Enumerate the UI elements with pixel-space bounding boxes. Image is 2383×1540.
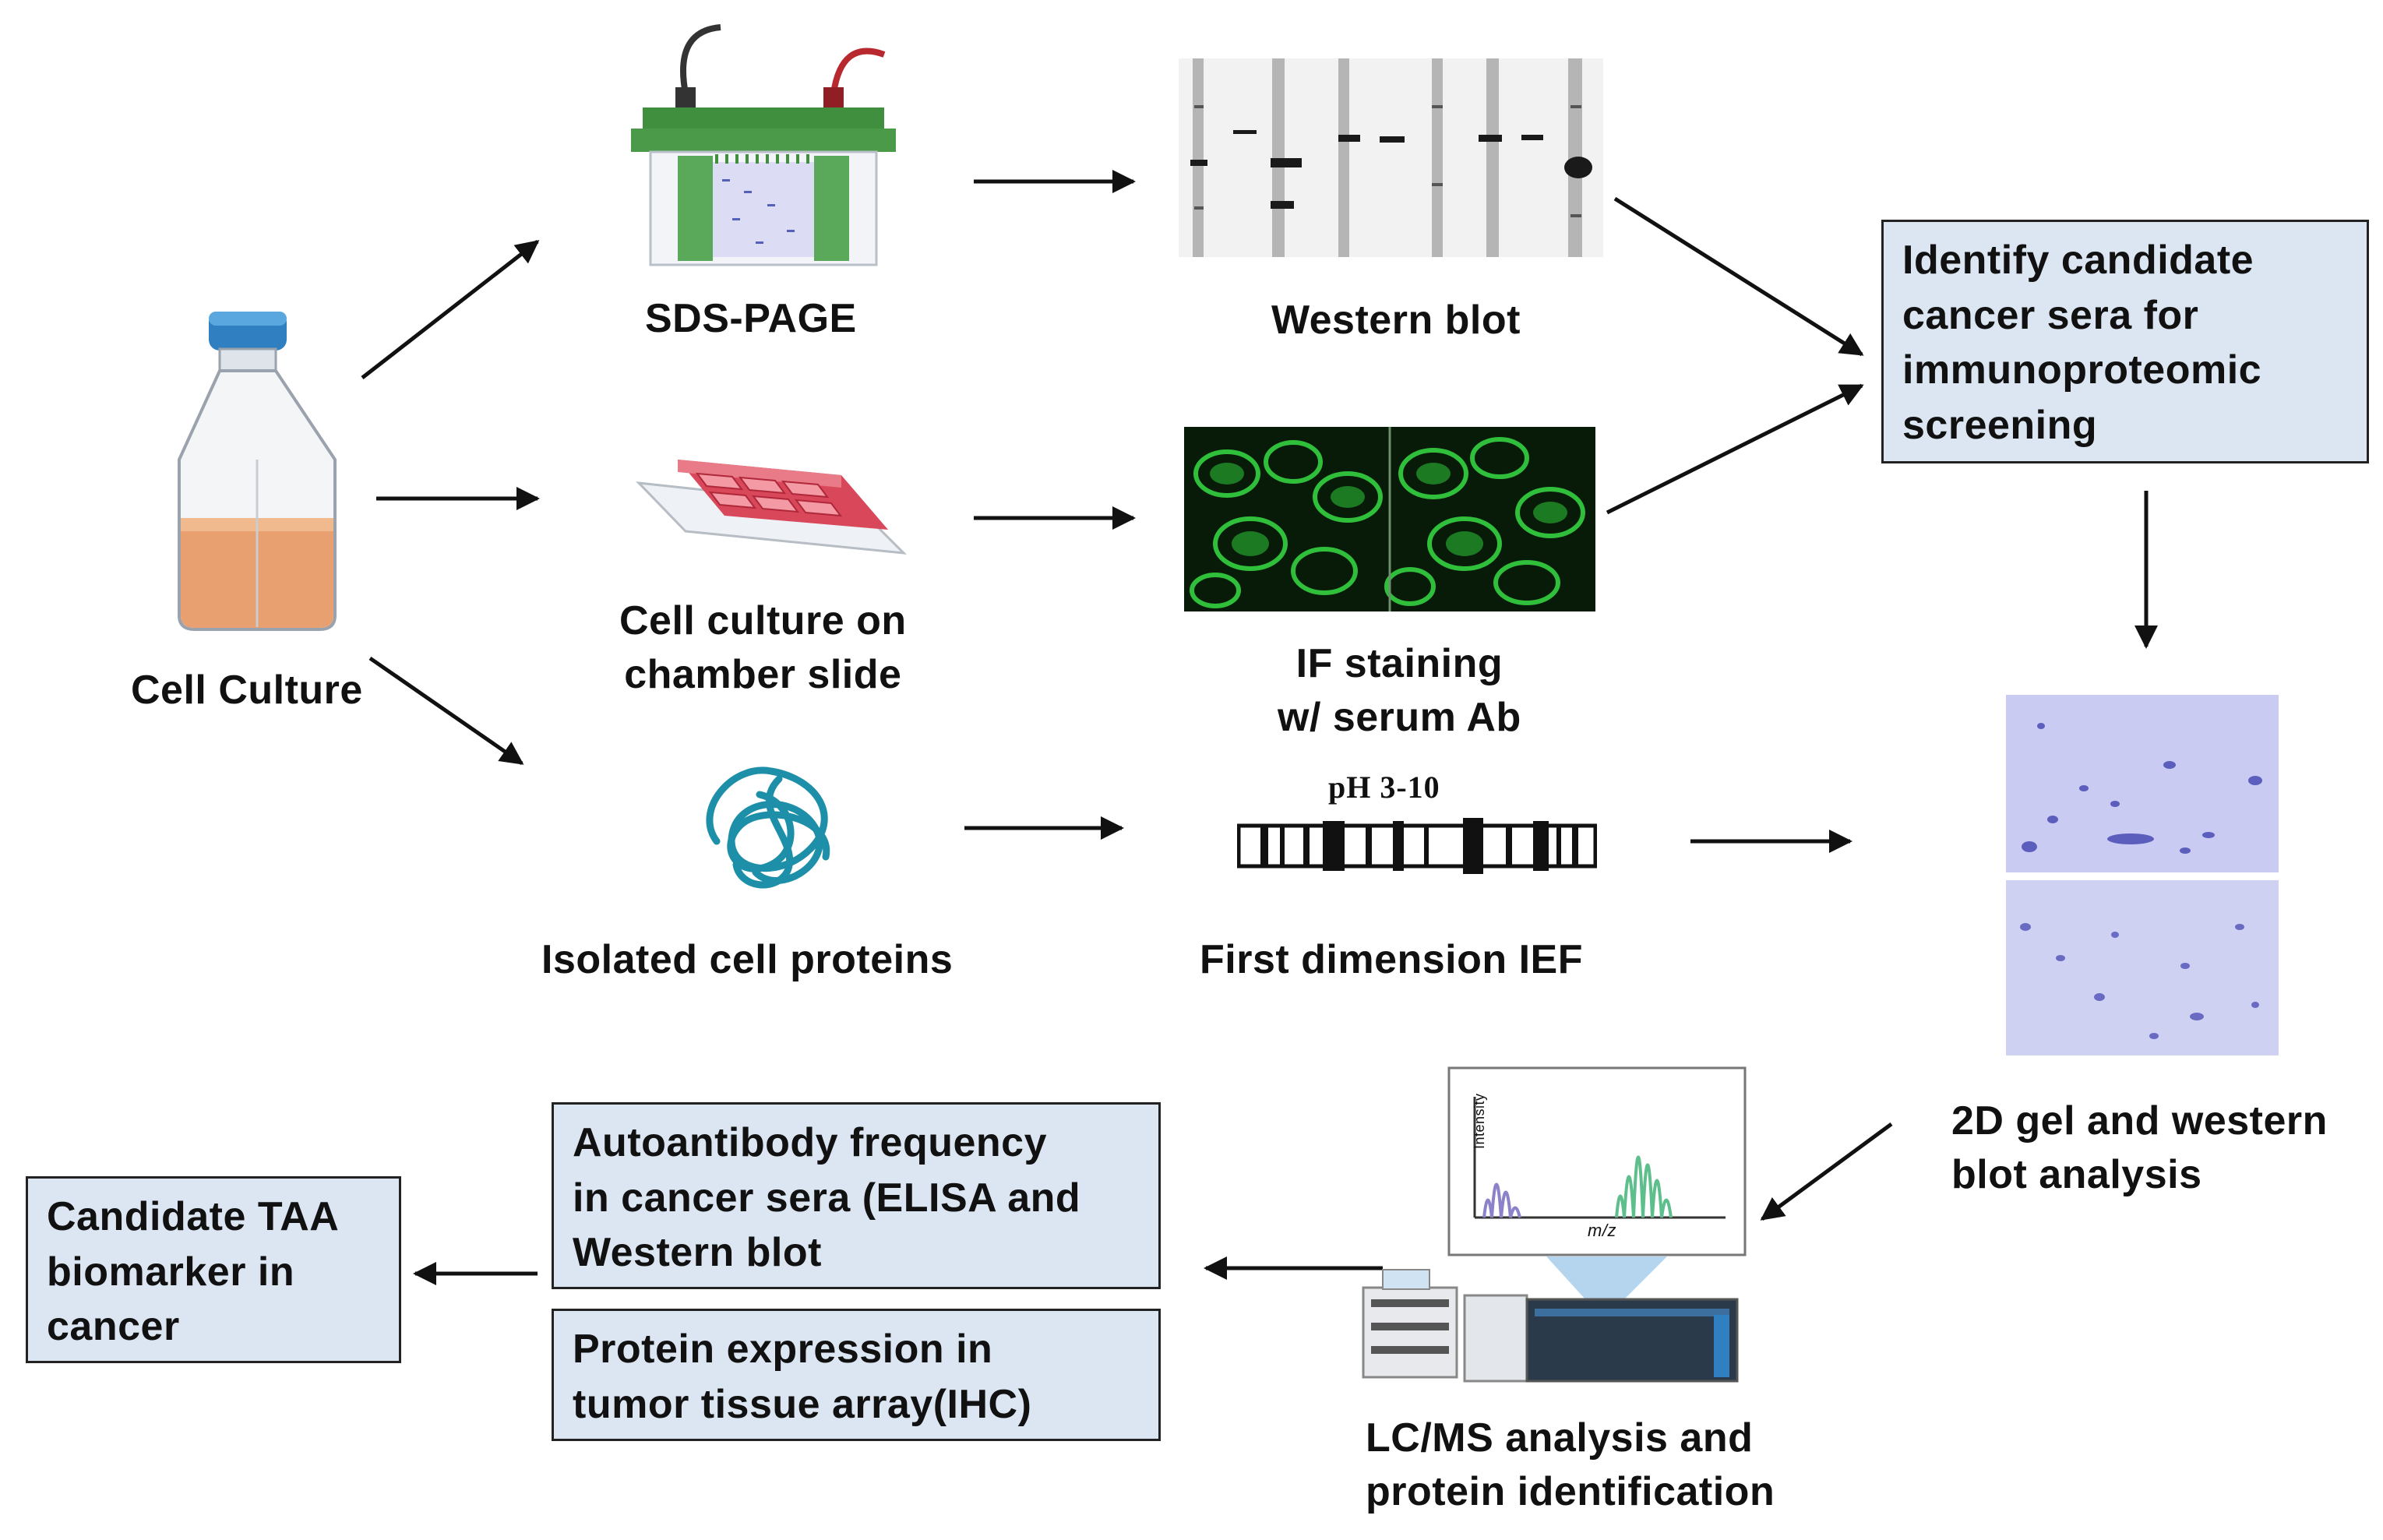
2d-gel-upper-image bbox=[2006, 695, 2279, 872]
ms-mz-label: m/z bbox=[1588, 1221, 1616, 1240]
sds-page-apparatus-icon bbox=[631, 24, 896, 266]
protein-expression-box: Protein expression in tumor tissue array… bbox=[552, 1309, 1161, 1441]
if-staining-image bbox=[1184, 427, 1595, 611]
candidate-taa-box: Candidate TAA biomarker in cancer bbox=[26, 1176, 401, 1363]
sds-page-label: SDS-PAGE bbox=[645, 296, 857, 341]
chamber-slide-icon bbox=[636, 460, 908, 555]
autoantibody-box: Autoantibody frequency in cancer sera (E… bbox=[552, 1102, 1161, 1289]
2d-gel-lower-image bbox=[2006, 880, 2279, 1055]
cell-culture-label: Cell Culture bbox=[131, 668, 363, 713]
western-blot-image bbox=[1179, 58, 1603, 257]
ief-label: First dimension IEF bbox=[1200, 937, 1583, 982]
lcms-label: LC/MS analysis and protein identificatio… bbox=[1366, 1415, 1775, 1514]
2d-gel-label: 2D gel and western blot analysis bbox=[1951, 1098, 2328, 1197]
arrow-culture-to-sds bbox=[361, 240, 540, 379]
identify-sera-box: Identify candidate cancer sera for immun… bbox=[1881, 220, 2369, 463]
ief-strip-image bbox=[1237, 818, 1597, 874]
arrow-if-to-identify bbox=[1606, 383, 1864, 515]
arrow-culture-to-proteins bbox=[368, 656, 524, 766]
arrow-western-to-identify bbox=[1613, 196, 1864, 357]
western-blot-label: Western blot bbox=[1271, 298, 1521, 343]
isolated-proteins-label: Isolated cell proteins bbox=[541, 937, 954, 982]
lcms-instrument-icon bbox=[1362, 1066, 1747, 1383]
arrow-2dgel-to-lcms bbox=[1760, 1122, 1893, 1221]
ief-ph-label: pH 3-10 bbox=[1328, 770, 1440, 805]
protein-tangle-icon bbox=[706, 766, 830, 889]
chamber-slide-label: Cell culture on chamber slide bbox=[619, 598, 907, 697]
cell-culture-flask-icon bbox=[178, 312, 337, 631]
ms-intensity-label: Intensity bbox=[1472, 1093, 1487, 1149]
if-staining-label: IF staining w/ serum Ab bbox=[1278, 641, 1521, 740]
